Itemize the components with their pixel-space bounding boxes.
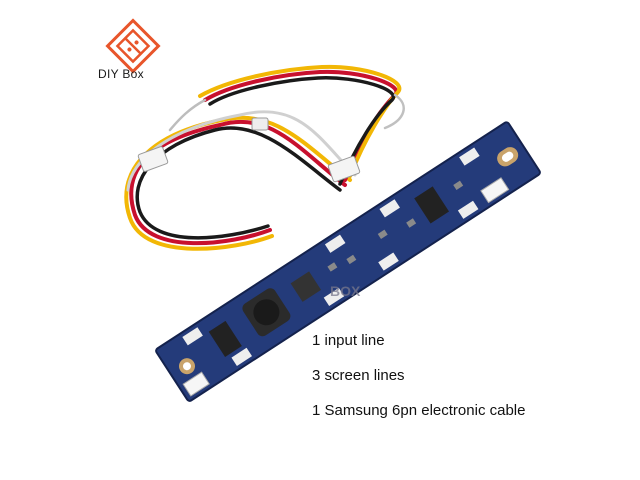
- pcb-board: [155, 121, 541, 402]
- diy-box-logo-icon: [105, 18, 161, 74]
- spec-line-input: 1 input line: [312, 332, 385, 349]
- cable-plug: [327, 155, 361, 183]
- spec-line-screen: 3 screen lines: [312, 367, 405, 384]
- spec-line-cable: 1 Samsung 6pn electronic cable: [312, 402, 526, 419]
- cable-plug: [137, 146, 169, 172]
- cable-clip: [251, 117, 269, 131]
- brand-name: DIY Box: [98, 67, 144, 81]
- watermark: BOX: [330, 283, 361, 299]
